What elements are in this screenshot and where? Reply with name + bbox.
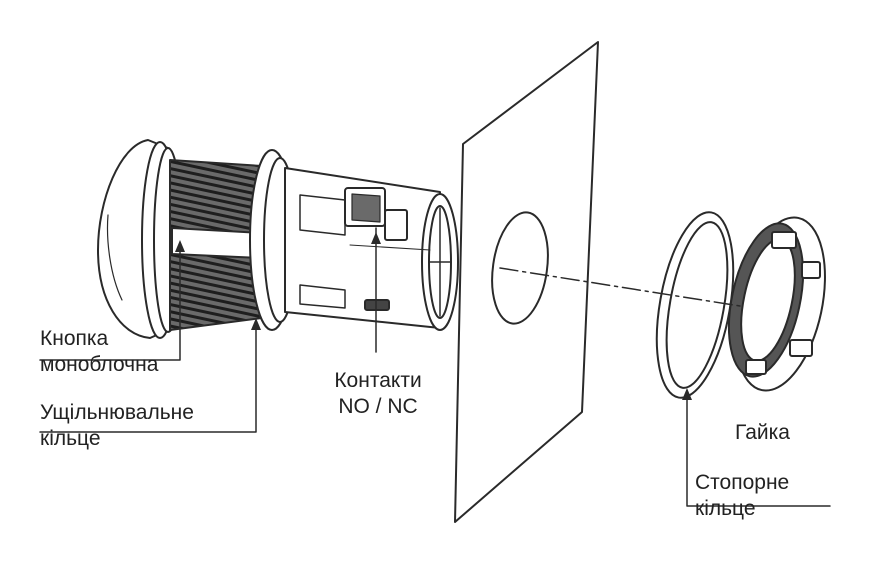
leader-lines — [39, 227, 831, 507]
label-contacts-line1: Контакти — [334, 369, 422, 392]
label-nut-line1: Гайка — [735, 421, 790, 444]
label-nut: Гайка — [735, 420, 790, 446]
label-retaining-line1: Стопорне — [695, 471, 790, 494]
label-button-line2: моноблочна — [40, 353, 159, 376]
contact-block — [284, 167, 459, 331]
threaded-body — [169, 159, 263, 331]
label-button: Кнопка моноблочна — [40, 326, 158, 378]
label-retaining-line2: кільце — [695, 497, 756, 520]
leader-button — [39, 243, 181, 361]
label-seal-line1: Ущільнювальне — [40, 401, 194, 424]
mounting-panel — [454, 41, 599, 523]
body-slot — [171, 227, 263, 259]
label-seal: Ущільнювальне кільце — [40, 400, 194, 452]
assembly-axis — [499, 267, 741, 307]
label-contacts: Контакти NO / NC — [310, 368, 446, 420]
panel-hole — [491, 211, 549, 325]
retaining-ring — [655, 211, 735, 399]
leader-arrows — [175, 232, 692, 400]
leader-seal — [39, 321, 257, 433]
label-seal-line2: кільце — [40, 427, 101, 450]
label-button-line1: Кнопка — [40, 327, 109, 350]
label-contacts-line2: NO / NC — [338, 395, 418, 418]
label-retaining: Стопорне кільце — [695, 470, 789, 522]
leader-retaining — [686, 391, 831, 507]
nut — [727, 216, 826, 392]
